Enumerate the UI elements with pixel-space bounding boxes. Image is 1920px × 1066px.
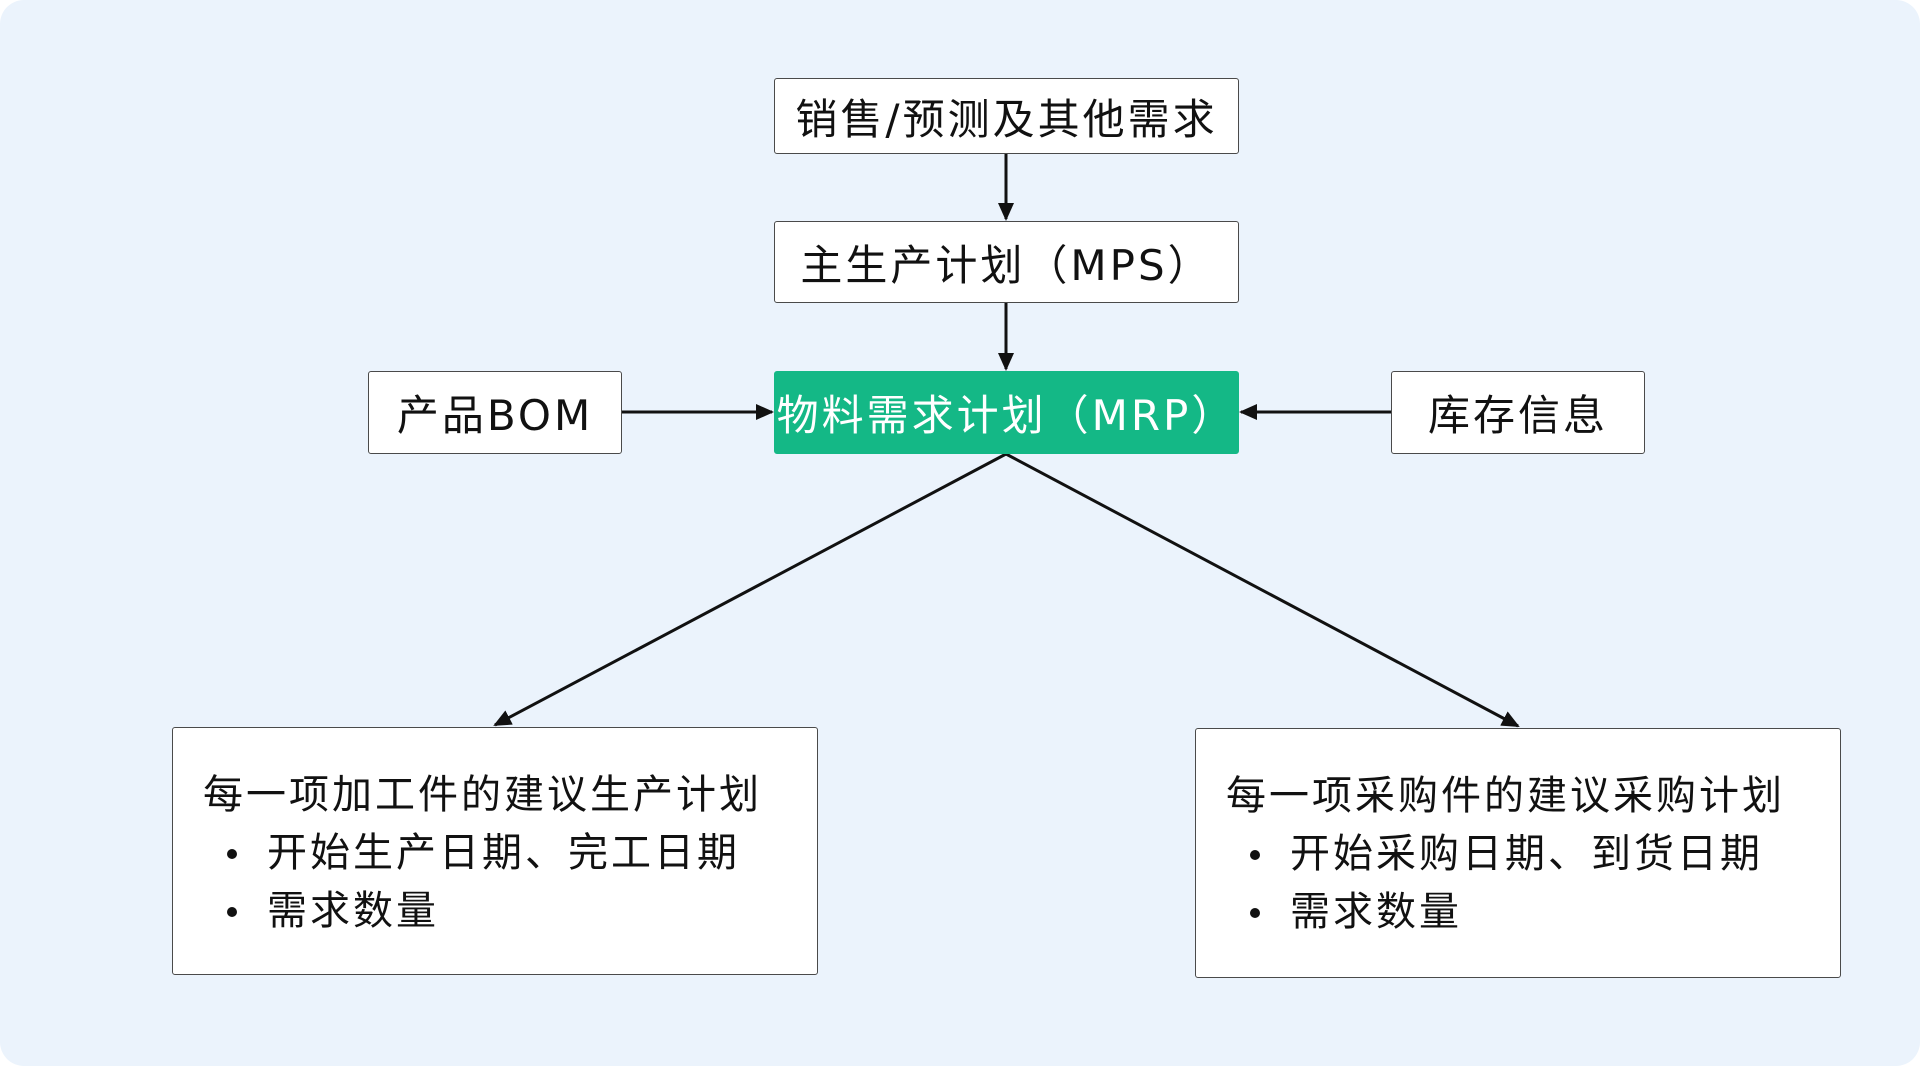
output-manufacturing-list: 开始生产日期、完工日期 需求数量 <box>203 824 817 940</box>
node-bom-label: 产品BOM <box>396 391 594 440</box>
list-item: 需求数量 <box>203 882 817 940</box>
node-sales-forecast: 销售/预测及其他需求 <box>774 78 1239 154</box>
node-inventory-label: 库存信息 <box>1427 391 1608 440</box>
node-inventory-info: 库存信息 <box>1391 371 1645 454</box>
output-purchasing-plan: 每一项采购件的建议采购计划 开始采购日期、到货日期 需求数量 <box>1195 728 1841 978</box>
list-item: 开始采购日期、到货日期 <box>1226 825 1840 883</box>
output-purchasing-list: 开始采购日期、到货日期 需求数量 <box>1226 825 1840 941</box>
arrow-mrp-to-manufacturing <box>493 452 1007 727</box>
bullet-icon <box>227 849 237 859</box>
bullet-icon <box>227 907 237 917</box>
list-item-text: 开始生产日期、完工日期 <box>267 830 740 876</box>
node-material-requirements-planning: 物料需求计划（MRP） <box>774 371 1239 454</box>
node-mrp-label: 物料需求计划（MRP） <box>776 391 1237 440</box>
node-mps-label: 主生产计划（MPS） <box>800 240 1213 290</box>
list-item-text: 开始采购日期、到货日期 <box>1290 831 1763 877</box>
arrow-mrp-to-purchasing <box>1005 452 1520 728</box>
list-item: 开始生产日期、完工日期 <box>203 824 817 882</box>
bullet-icon <box>1250 908 1260 918</box>
node-master-production-schedule: 主生产计划（MPS） <box>774 221 1239 303</box>
list-item-text: 需求数量 <box>267 888 439 934</box>
node-product-bom: 产品BOM <box>368 371 622 454</box>
output-manufacturing-plan: 每一项加工件的建议生产计划 开始生产日期、完工日期 需求数量 <box>172 727 818 975</box>
output-purchasing-title: 每一项采购件的建议采购计划 <box>1226 773 1785 819</box>
bullet-icon <box>1250 850 1260 860</box>
list-item-text: 需求数量 <box>1290 889 1462 935</box>
output-manufacturing-title: 每一项加工件的建议生产计划 <box>203 772 762 818</box>
list-item: 需求数量 <box>1226 883 1840 941</box>
node-sales-forecast-label: 销售/预测及其他需求 <box>795 94 1218 144</box>
